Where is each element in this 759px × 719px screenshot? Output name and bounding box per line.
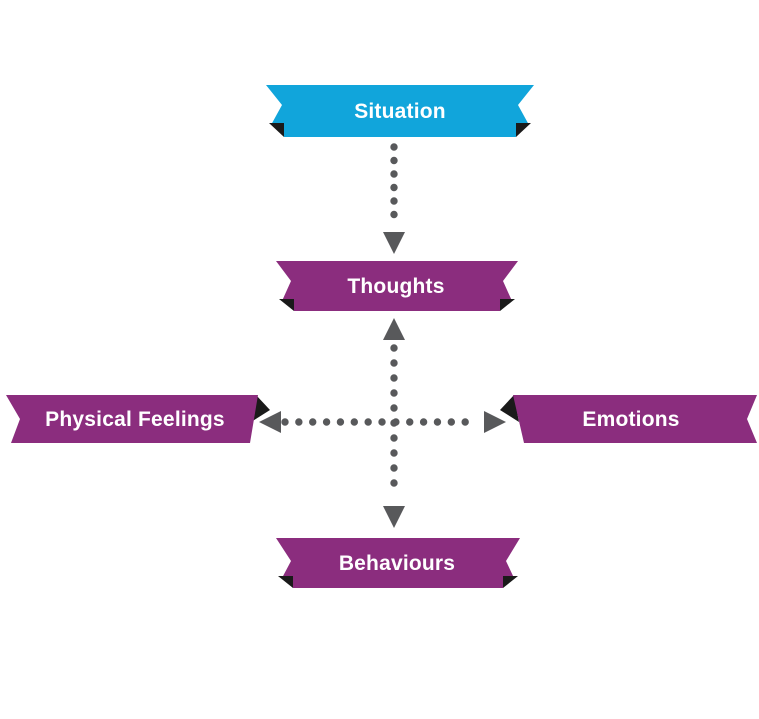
arrowhead-up-icon	[383, 318, 405, 340]
banner-behaviours-ribbon	[276, 538, 520, 588]
behaviours-label: Behaviours	[338, 552, 456, 575]
ribbon-tail-left	[266, 85, 284, 125]
ribbon-tail-right	[503, 538, 520, 578]
ribbon-body	[6, 395, 258, 443]
ribbon-fold-right	[516, 123, 531, 137]
banner-situation-ribbon	[266, 85, 534, 137]
ribbon-tail-right	[500, 261, 518, 301]
ribbon-body	[293, 538, 503, 588]
arrow-feelings-emotions	[259, 411, 506, 433]
banner-emotions-ribbon	[500, 395, 757, 443]
arrowhead-down-icon	[383, 506, 405, 528]
thoughts-label: Thoughts	[347, 275, 445, 298]
arrow-situation-to-thoughts	[383, 143, 405, 254]
ribbon-fold-left	[269, 123, 284, 137]
ribbon-fold-right	[503, 576, 518, 588]
arrowhead-down-icon	[383, 232, 405, 254]
situation-label: Situation	[354, 100, 446, 123]
physical-feelings-label: Physical Feelings	[45, 408, 225, 431]
arrowhead-right-icon	[484, 411, 506, 433]
ribbon-fold-left	[279, 299, 294, 311]
ribbon-body	[284, 85, 516, 137]
banner-physical-feelings-ribbon	[6, 395, 270, 443]
ribbon-tail-left	[276, 538, 293, 578]
ribbon-fold-right	[500, 299, 515, 311]
ribbon-fold-left	[278, 576, 293, 588]
ribbon-body	[294, 261, 500, 311]
ribbon-fold-left	[500, 395, 519, 422]
ribbon-tail-left	[276, 261, 294, 301]
banner-thoughts-ribbon	[276, 261, 518, 311]
emotions-label: Emotions	[582, 408, 680, 431]
arrowhead-left-icon	[259, 411, 281, 433]
ribbon-tail-right	[516, 85, 534, 125]
ribbon-body	[513, 395, 757, 443]
